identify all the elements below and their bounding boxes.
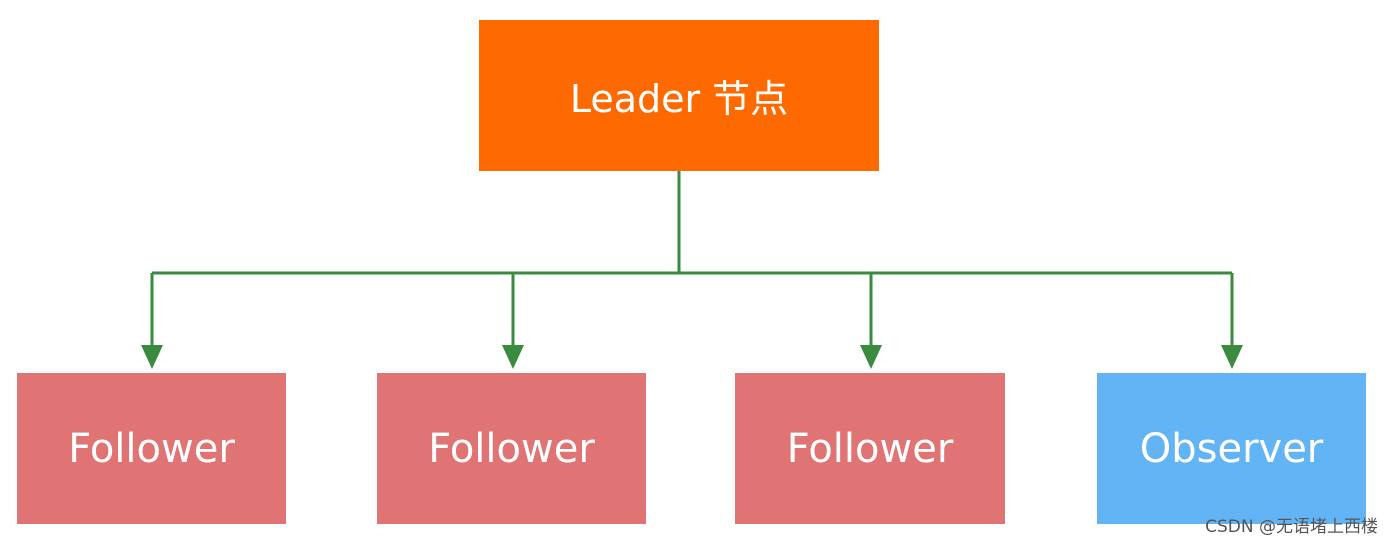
- observer-label: Observer: [1139, 425, 1324, 472]
- arrowhead-observer: [1221, 345, 1243, 369]
- observer-node: Observer: [1097, 373, 1366, 524]
- follower-node-2: Follower: [377, 373, 646, 524]
- follower-label-1: Follower: [68, 425, 235, 472]
- follower-node-1: Follower: [17, 373, 286, 524]
- arrowhead-follower-3: [860, 345, 882, 369]
- follower-node-3: Follower: [735, 373, 1005, 524]
- arrowhead-follower-1: [141, 345, 163, 369]
- follower-label-2: Follower: [428, 425, 595, 472]
- watermark-text: CSDN @无语堵上西楼: [1205, 517, 1378, 537]
- leader-node: Leader 节点: [479, 20, 879, 171]
- arrowhead-follower-2: [502, 345, 524, 369]
- follower-label-3: Follower: [786, 425, 954, 472]
- leader-label: Leader 节点: [569, 77, 789, 121]
